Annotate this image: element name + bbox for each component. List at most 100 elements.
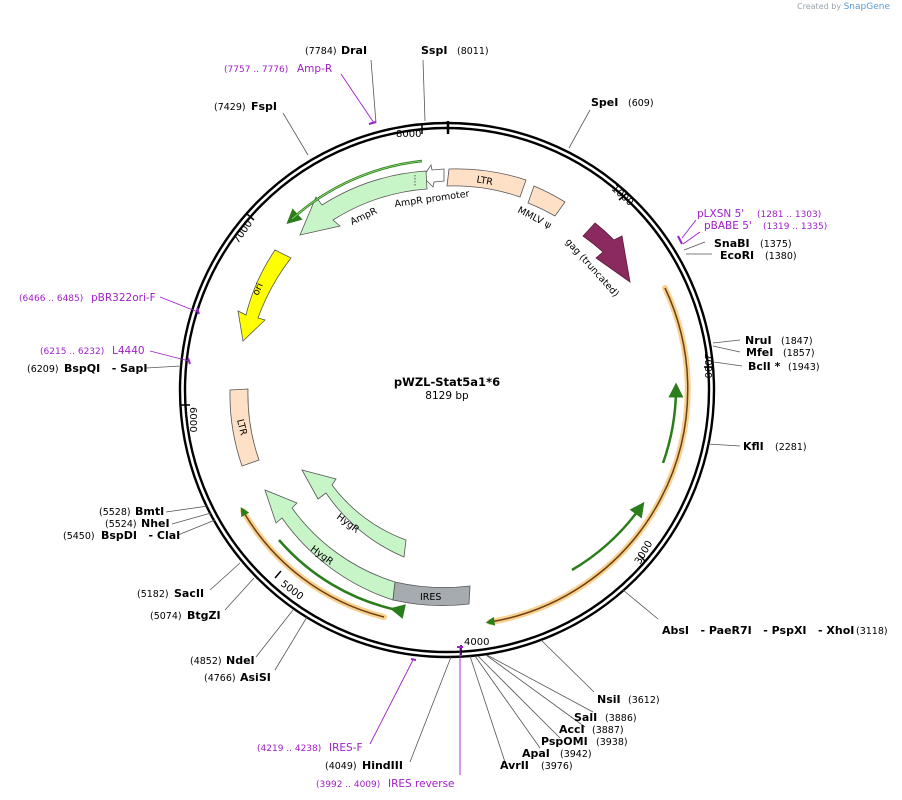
primer-connectors [149,73,701,775]
site-bcli-pos: (1943) [788,362,820,373]
site-fspi[interactable]: (7429) FspI [214,100,277,113]
connector-arui [712,339,741,344]
snapgene-logo: SnapGene [843,2,890,12]
site-sacii-pos: (5182) [137,589,169,600]
site-snabi[interactable]: SnaBI (1375) [714,237,792,250]
site-nsii-name: NsiI [597,693,621,706]
site-bspdi-clai-pos: (5450) [63,531,95,542]
feature-ires-shape [392,581,471,606]
primer-pbr322ori-f-range: (6466 .. 6485) [19,294,83,304]
primer-ires-reverse[interactable]: (3992 .. 4009) IRES reverse [316,778,455,790]
marker-ires-f [410,658,417,661]
plasmid-name: pWZL-Stat5a1*6 [394,375,500,389]
site-hindiii-name: HindIII [362,759,403,772]
site-sspi-pos: (8011) [457,46,489,57]
site-nhei[interactable]: (5524) NheI [105,517,170,530]
site-bspqi-sapi[interactable]: (6209) BspQI - SapI [27,362,147,375]
connector-pspomi [477,655,561,739]
site-nhei-pos: (5524) [105,519,137,530]
connector-snabi [683,241,706,251]
orf-right-highlight [487,285,691,625]
marker-plxsn-pbabe [677,235,683,245]
feature-hygr-outer-shape [264,489,396,601]
primer-ires-f-name: IRES-F [329,742,363,754]
site-drai-pos: (7784) [305,46,337,57]
site-acci[interactable]: AccI (3887) [559,723,624,736]
connector-plxsn [681,219,697,239]
site-drai[interactable]: (7784) DraI [305,44,367,57]
feature-gag-shape [582,222,631,283]
connector-kfli [707,443,741,447]
feature-ori-label: ori [251,281,266,297]
feature-ltr-top[interactable]: LTR [446,168,527,198]
connector-ires-f [369,659,414,745]
site-bcli[interactable]: BclI * (1943) [748,360,820,373]
primer-ires-f[interactable]: (4219 .. 4238) IRES-F [257,742,363,754]
site-hindiii[interactable]: (4049) HindIII [325,759,403,772]
site-sspi[interactable]: SspI (8011) [421,44,489,57]
primer-plxsn-range: (1281 .. 1303) [757,210,821,220]
feature-mmlv-psi[interactable]: MMLV ψ [516,185,566,231]
site-absi-xhoi-name: AbsI - PaeR7I - PspXI - XhoI [662,624,854,637]
site-snabi-pos: (1375) [760,239,792,250]
primer-pbabe[interactable]: pBABE 5' (1319 .. 1335) [704,220,827,232]
marker-pbr322ori [196,307,200,315]
site-spei[interactable]: SpeI (609) [591,96,654,109]
site-bspdi-clai-name: BspDI - ClaI [101,529,180,542]
site-sacii[interactable]: (5182) SacII [137,587,204,600]
feature-ltr-left[interactable]: LTR [229,388,260,467]
site-snabi-name: SnaBI [714,237,750,250]
site-ndei-pos: (4852) [190,656,222,667]
feature-ori[interactable]: ori [237,249,292,342]
primer-plxsn[interactable]: pLXSN 5' (1281 .. 1303) [697,208,821,220]
site-sali[interactable]: SalI (3886) [574,711,637,724]
site-absi-xhoi-pos: (3118) [856,626,888,637]
connector-pbabe [682,231,701,245]
site-avrii[interactable]: AvrII (3976) [500,759,573,772]
tick-1000-mark [618,192,628,201]
site-btgzi[interactable]: (5074) BtgZI [150,609,221,622]
primer-amp-r[interactable]: (7757 .. 7776) Amp-R [224,63,332,75]
primer-pbr322ori-f-name: pBR322ori-F [91,292,156,304]
site-arui[interactable]: NruI (1847) [745,334,813,347]
site-apai-name: ApaI [522,747,550,760]
primer-plxsn-name: pLXSN 5' [697,208,744,220]
site-bmti-name: BmtI [135,505,164,518]
site-ecori[interactable]: EcoRI (1380) [720,249,797,262]
site-avrii-pos: (3976) [541,761,573,772]
primer-amp-r-name: Amp-R [297,63,332,75]
site-acci-pos: (3887) [592,725,624,736]
site-absi-xhoi[interactable]: AbsI - PaeR7I - PspXI - XhoI (3118) [662,624,888,637]
site-bmti[interactable]: (5528) BmtI [99,505,164,518]
site-apai[interactable]: ApaI (3942) [522,747,592,760]
site-nsii[interactable]: NsiI (3612) [597,693,660,706]
connector-sapi [145,365,182,369]
site-bspdi-clai[interactable]: (5450) BspDI - ClaI [63,529,180,542]
connector-l4440 [149,350,190,362]
feature-gag[interactable]: gag (truncated) [563,222,631,299]
site-sali-name: SalI [574,711,597,724]
connector-bmti [165,505,209,513]
tick-2000-label: 2000 [702,353,713,378]
site-asisi[interactable]: (4766) AsiSI [204,671,271,684]
site-mfei[interactable]: MfeI (1857) [746,346,815,359]
primer-pbr322ori-f[interactable]: (6466 .. 6485) pBR322ori-F [19,292,156,304]
site-pspomi[interactable]: PspOMI (3938) [541,735,628,748]
connector-ndei [255,609,294,658]
connector-hindiii [409,656,452,763]
feature-ltr-left-shape [229,388,260,467]
site-spei-name: SpeI [591,96,618,109]
site-ndei-name: NdeI [226,654,255,667]
feature-ltr-top-shape [446,168,527,198]
site-ecori-name: EcoRI [720,249,754,262]
site-ndei[interactable]: (4852) NdeI [190,654,255,667]
primer-l4440[interactable]: (6215 .. 6232) L4440 [40,345,145,357]
site-mfei-name: MfeI [746,346,773,359]
site-kfli[interactable]: KflI (2281) [743,440,807,453]
tick-6000: 6000 [180,404,198,432]
site-kfli-pos: (2281) [775,442,807,453]
feature-ires[interactable]: IRES [392,581,471,606]
site-asisi-pos: (4766) [204,673,236,684]
site-avrii-name: AvrII [500,759,529,772]
